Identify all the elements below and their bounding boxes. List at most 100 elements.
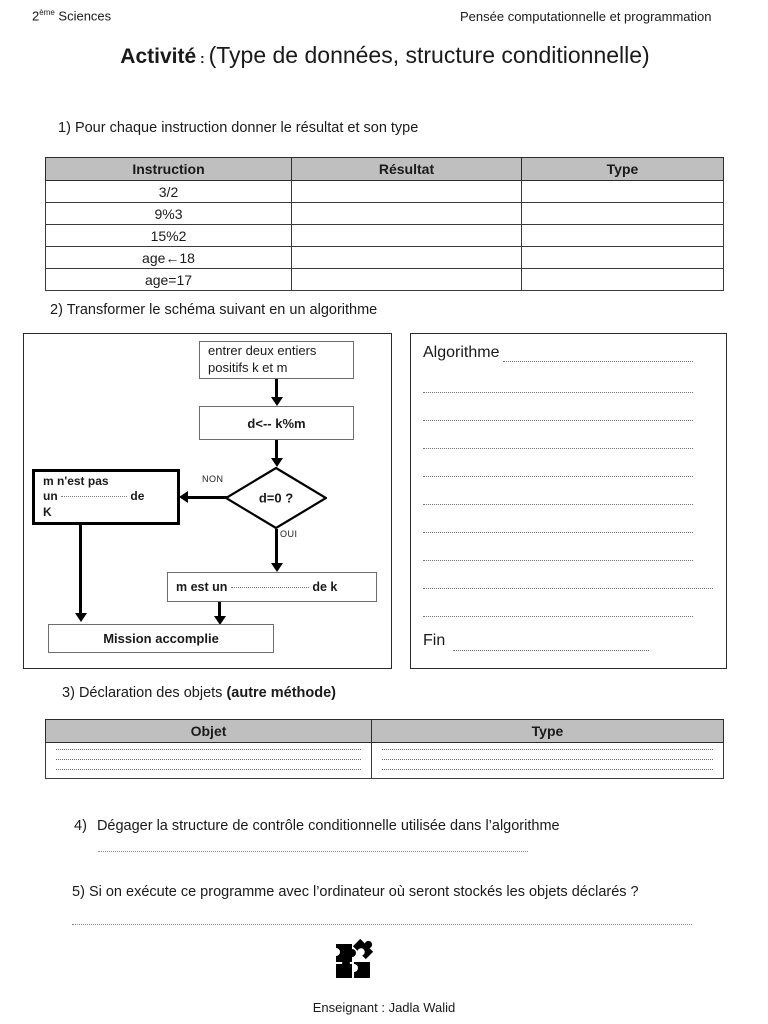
objects-table: Objet Type (45, 719, 724, 779)
col-header-objet: Objet (45, 719, 372, 743)
flow-node-is-divisor-prefix: m est un (176, 580, 228, 594)
cell-type-answers[interactable] (371, 742, 724, 779)
page-title-rest: (Type de données, structure conditionnel… (208, 42, 650, 68)
cell-objet-answers[interactable] (45, 742, 372, 779)
cell-type[interactable] (521, 180, 724, 203)
answer-line[interactable] (382, 759, 713, 760)
cell-resultat[interactable] (291, 268, 522, 291)
flow-node-is-divisor: m est un de k (167, 572, 377, 602)
algorithme-blank-line[interactable] (423, 448, 693, 449)
algorithme-blank-line[interactable] (423, 420, 693, 421)
question-1-text: Pour chaque instruction donner le résult… (74, 120, 419, 136)
question-3-number: 3) (62, 685, 75, 701)
cell-type[interactable] (521, 224, 724, 247)
flow-arrowhead-input-to-assign (271, 397, 283, 406)
flow-node-assign: d<-- k%m (199, 406, 354, 440)
page-header: 2ème Sciences Pensée computationnelle et… (0, 8, 768, 28)
objects-table-header-row: Objet Type (45, 719, 724, 743)
table-row: 15%2 (45, 224, 724, 247)
flow-node-decision: d=0 ? (225, 467, 327, 529)
flow-arrow-assign-to-decision (275, 440, 278, 464)
algorithme-start-label: Algorithme (423, 344, 500, 361)
flow-node-input-label: entrer deux entiers positifs k et m (208, 343, 317, 375)
table-row (45, 742, 724, 779)
algorithme-blank-line[interactable] (423, 560, 693, 561)
cell-instruction: age=17 (45, 268, 292, 291)
flow-node-end: Mission accomplie (48, 624, 274, 653)
flow-branch-label-non: NON (202, 474, 224, 484)
flow-branch-label-oui: OUI (280, 529, 298, 539)
question-3-text: Déclaration des objets (78, 685, 227, 701)
algorithme-start-rule[interactable] (503, 361, 693, 362)
flow-arrow-input-to-assign (275, 379, 278, 401)
page-title-strong: Activité (120, 45, 197, 68)
cell-type[interactable] (521, 202, 724, 225)
flow-arrow-not-divisor-to-end (79, 525, 82, 617)
cell-type[interactable] (521, 268, 724, 291)
page-title: Activité : (Type de données, structure c… (100, 40, 670, 71)
flow-arrowhead-is-divisor-to-end (214, 616, 226, 625)
flow-node-end-label: Mission accomplie (103, 631, 219, 646)
flow-node-not-divisor-line3: K (43, 504, 52, 519)
flow-node-not-divisor: m n'est pas un de K (32, 469, 180, 525)
question-3-text-bold: (autre méthode) (226, 685, 337, 701)
table-row: 9%3 (45, 202, 724, 225)
algorithme-end-rule[interactable] (453, 650, 649, 651)
algorithme-blank-line[interactable] (423, 476, 693, 477)
flow-node-not-divisor-line2-suffix: de (130, 489, 145, 504)
question-2: 2) Transformer le schéma suivant en un a… (50, 302, 377, 318)
algorithme-blank-line[interactable] (423, 588, 713, 589)
footer-teacher-label: Enseignant : Jadla Walid (312, 1000, 456, 1015)
algorithme-blank-line[interactable] (423, 392, 693, 393)
algorithme-blank-line[interactable] (423, 616, 693, 617)
answer-line[interactable] (382, 769, 713, 770)
answer-line[interactable] (382, 749, 713, 750)
col-header-type: Type (521, 157, 724, 181)
question-1: 1) Pour chaque instruction donner le rés… (58, 120, 418, 136)
table-row: age=17 (45, 268, 724, 291)
header-class-label: 2ème Sciences (32, 8, 111, 23)
answer-line[interactable] (56, 759, 361, 760)
header-class-level: 2 (32, 8, 40, 24)
cell-resultat[interactable] (291, 180, 522, 203)
flow-node-not-divisor-line2-prefix: un (43, 489, 58, 504)
question-4-answer-line[interactable] (98, 851, 528, 852)
page-title-colon: : (196, 50, 209, 66)
flow-node-not-divisor-blank[interactable] (61, 496, 128, 498)
header-class-subject: Sciences (54, 8, 112, 24)
answer-line[interactable] (56, 749, 361, 750)
flow-node-not-divisor-line1: m n'est pas (43, 473, 109, 488)
cell-resultat[interactable] (291, 246, 522, 269)
table-row: 3/2 (45, 180, 724, 203)
algorithme-end-label: Fin (423, 632, 446, 649)
cell-instruction: age←18 (45, 246, 292, 269)
flow-node-decision-label: d=0 ? (258, 490, 294, 506)
question-4-number: 4) (74, 818, 87, 834)
cell-instruction: 3/2 (45, 180, 292, 203)
answer-line[interactable] (56, 769, 361, 770)
header-class-level-suffix: ème (39, 8, 55, 17)
flow-arrowhead-decision-to-is-divisor (271, 563, 283, 572)
cell-resultat[interactable] (291, 224, 522, 247)
flow-node-input: entrer deux entiers positifs k et m (199, 341, 354, 379)
flowchart-panel: entrer deux entiers positifs k et m d<--… (23, 333, 392, 669)
algorithme-blank-line[interactable] (423, 504, 693, 505)
algorithme-panel: Algorithme Fin (410, 333, 727, 669)
question-5: 5) Si on exécute ce programme avec l’ord… (72, 884, 639, 900)
flow-node-is-divisor-blank[interactable] (230, 587, 309, 588)
cell-type[interactable] (521, 246, 724, 269)
puzzle-icon-shape (336, 938, 374, 978)
algorithme-blank-line[interactable] (423, 532, 693, 533)
col-header-type: Type (371, 719, 724, 743)
cell-resultat[interactable] (291, 202, 522, 225)
instructions-table: Instruction Résultat Type 3/2 9%3 15%2 a… (45, 157, 724, 291)
question-2-text: Transformer le schéma suivant en un algo… (66, 302, 378, 318)
question-5-answer-line[interactable] (72, 924, 692, 925)
question-3: 3) Déclaration des objets (autre méthode… (62, 685, 336, 701)
col-header-resultat: Résultat (291, 157, 522, 181)
cell-instruction: 9%3 (45, 202, 292, 225)
flow-node-is-divisor-suffix: de k (312, 580, 338, 594)
flow-arrow-is-divisor-to-end (218, 602, 221, 620)
cell-instruction: 15%2 (45, 224, 292, 247)
flow-arrowhead-assign-to-decision (271, 458, 283, 467)
